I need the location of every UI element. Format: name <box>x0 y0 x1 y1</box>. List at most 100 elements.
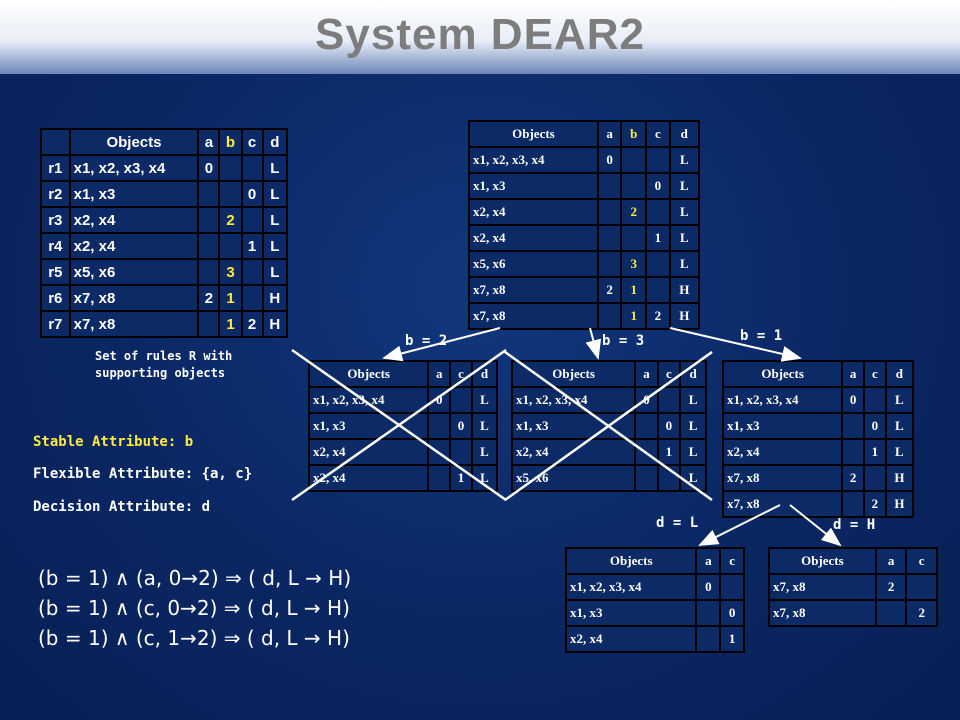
table-cell: x1, x2, x3, x4 <box>307 386 430 414</box>
table-cell <box>596 172 623 200</box>
table-cell <box>596 250 623 278</box>
table-cell: 2 <box>863 490 887 518</box>
table-cell: x1, x2, x3, x4 <box>510 386 637 414</box>
cell-r: r1 <box>40 154 71 182</box>
rules-caption-line-1: Set of rules R with <box>95 349 233 363</box>
column-header: a <box>634 360 659 388</box>
cell-b: 1 <box>218 284 243 312</box>
table-cell: 0 <box>645 172 671 200</box>
title-band <box>0 0 960 74</box>
table-cell <box>620 172 648 200</box>
column-header <box>40 128 71 156</box>
table-cell: x2, x4 <box>468 198 599 226</box>
table-cell: 0 <box>656 412 682 440</box>
column-header: Objects <box>564 547 698 575</box>
table-cell: 1 <box>449 464 473 492</box>
cell-r: r7 <box>40 310 71 338</box>
cell-objects: x7, x8 <box>68 284 200 312</box>
table-cell: x2, x4 <box>307 464 430 492</box>
branch-label-b3: b = 3 <box>602 333 645 349</box>
table-cell: x2, x4 <box>564 625 698 653</box>
table-cell: x2, x4 <box>307 438 430 466</box>
cell-a <box>197 206 221 234</box>
rules-caption-line-2: supporting objects <box>95 366 226 380</box>
table-cell <box>449 438 473 466</box>
table-cell <box>427 464 452 492</box>
column-header: Objects <box>510 360 637 388</box>
cell-d: L <box>261 232 289 260</box>
cell-r: r4 <box>40 232 71 260</box>
cell-objects: x1, x2, x3, x4 <box>68 154 200 182</box>
column-header: b <box>218 128 243 156</box>
column-header: a <box>874 547 908 575</box>
table-cell: L <box>679 386 707 414</box>
table-cell <box>719 573 745 601</box>
table-cell: x1, x3 <box>721 412 844 440</box>
cell-a: 2 <box>197 284 221 312</box>
column-header: a <box>841 360 866 388</box>
table-cell: x1, x2, x3, x4 <box>564 573 698 601</box>
table-cell: 2 <box>841 464 866 492</box>
column-header: Objects <box>468 120 599 148</box>
table-cell: L <box>470 412 499 440</box>
branch-label-dH: d = H <box>833 517 876 533</box>
column-header: c <box>719 547 745 575</box>
table-cell: L <box>679 412 707 440</box>
cell-b <box>218 232 243 260</box>
cell-objects: x2, x4 <box>68 232 200 260</box>
cell-objects: x5, x6 <box>68 258 200 286</box>
cell-r: r5 <box>40 258 71 286</box>
arrow-b3 <box>585 327 602 360</box>
table-cell: L <box>668 172 701 200</box>
cell-c <box>240 154 264 182</box>
table-cell: x2, x4 <box>721 438 844 466</box>
column-header: c <box>240 128 264 156</box>
table-cell <box>863 464 887 492</box>
table-cell: x1, x3 <box>510 412 637 440</box>
action-rule-2: (b = 1) ∧ (c, 0→2) ⇒ ( d, L → H) <box>38 596 350 620</box>
cell-d: L <box>261 180 289 208</box>
cell-c: 0 <box>240 180 264 208</box>
table-cell <box>634 412 659 440</box>
table-cell: x1, x3 <box>564 599 698 627</box>
cell-c <box>240 258 264 286</box>
table-cell: H <box>668 302 701 330</box>
table-cell: x7, x8 <box>721 490 844 518</box>
table-cell: L <box>884 438 915 466</box>
table-cell: L <box>668 146 701 174</box>
table-cell: 1 <box>620 302 648 330</box>
table-cell: 3 <box>620 250 648 278</box>
table-cell: x2, x4 <box>468 224 599 252</box>
table-cell: L <box>668 250 701 278</box>
column-header: Objects <box>721 360 844 388</box>
table-cell <box>656 386 682 414</box>
table-cell: x7, x8 <box>721 464 844 492</box>
table-cell: H <box>668 276 701 304</box>
table-cell: 1 <box>620 276 648 304</box>
table-cell: x5, x6 <box>468 250 599 278</box>
cell-c <box>240 284 264 312</box>
table-cell <box>645 276 671 304</box>
table-cell: x7, x8 <box>768 599 877 627</box>
cell-d: L <box>261 154 289 182</box>
cell-objects: x7, x8 <box>68 310 200 338</box>
table-cell <box>863 386 887 414</box>
table-cell <box>645 250 671 278</box>
cell-r: r2 <box>40 180 71 208</box>
